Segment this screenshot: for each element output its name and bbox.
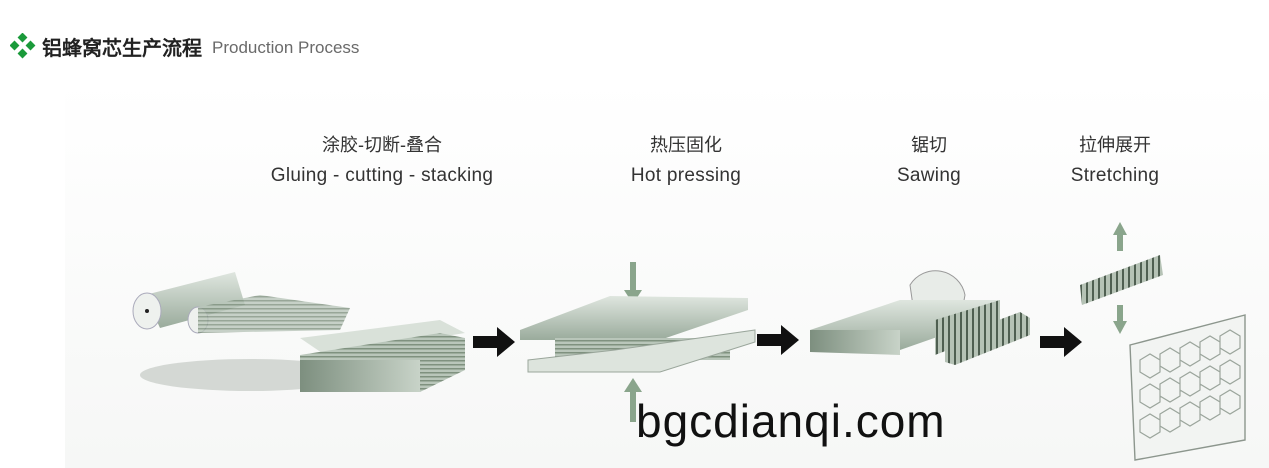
step-hot-pressing: 热压固化 Hot pressing — [586, 131, 786, 187]
title-chinese: 铝蜂窝芯生产流程 — [42, 35, 202, 60]
sawing-illustration — [810, 270, 1030, 365]
watermark: bgcdianqi.com — [636, 395, 946, 447]
step-label-cn: 涂胶-切断-叠合 — [322, 135, 442, 155]
section-header: 铝蜂窝芯生产流程 Production Process — [10, 30, 359, 62]
stretching-illustration — [1080, 222, 1246, 461]
step-label-en: Hot pressing — [630, 165, 742, 186]
arrow-right-icon — [473, 327, 515, 357]
process-diagram — [65, 80, 1269, 468]
arrow-right-icon — [1040, 327, 1082, 357]
step-label-cn: 锯切 — [911, 135, 947, 155]
step-label-cn: 热压固化 — [650, 135, 722, 155]
step-stretching: 拉伸展开 Stretching — [1055, 131, 1175, 187]
title-english: Production Process — [212, 38, 360, 57]
arrow-right-icon — [757, 325, 799, 355]
step-gluing: 涂胶-切断-叠合 Gluing - cutting - stacking — [232, 131, 532, 187]
green-diamond-cluster-icon — [10, 33, 36, 59]
step-label-cn: 拉伸展开 — [1079, 135, 1151, 155]
hot-pressing-illustration — [520, 262, 756, 422]
step-label-en: Stretching — [1070, 165, 1160, 186]
gluing-stacking-illustration — [132, 272, 465, 392]
step-label-en: Gluing - cutting - stacking — [270, 165, 494, 186]
step-label-en: Sawing — [896, 165, 962, 186]
step-sawing: 锯切 Sawing — [869, 131, 989, 187]
